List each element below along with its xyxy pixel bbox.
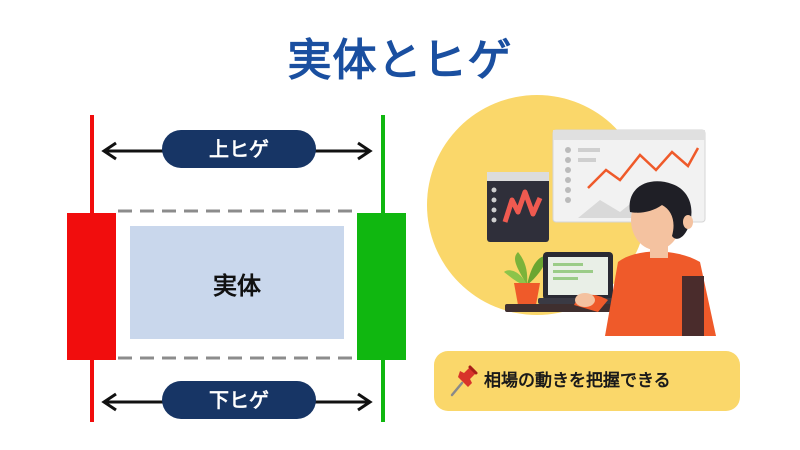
real-body-box	[130, 226, 344, 339]
page-title: 実体とヒゲ	[287, 35, 513, 86]
candle-chart-panel	[487, 172, 549, 242]
potted-plant	[504, 252, 548, 305]
red-candle-body	[67, 213, 116, 360]
upper-wick-label: 上ヒゲ	[162, 130, 316, 168]
caption-text: 相場の動きを把握できる	[484, 371, 671, 391]
person	[574, 181, 716, 336]
laptop	[538, 252, 618, 304]
lower-wick-label: 下ヒゲ	[162, 381, 316, 419]
trader-illustration	[427, 95, 716, 336]
body-label: 実体	[213, 272, 261, 300]
caption-box: 相場の動きを把握できる	[434, 351, 740, 411]
pushpin-icon	[450, 365, 478, 397]
green-candle-body	[357, 213, 406, 360]
